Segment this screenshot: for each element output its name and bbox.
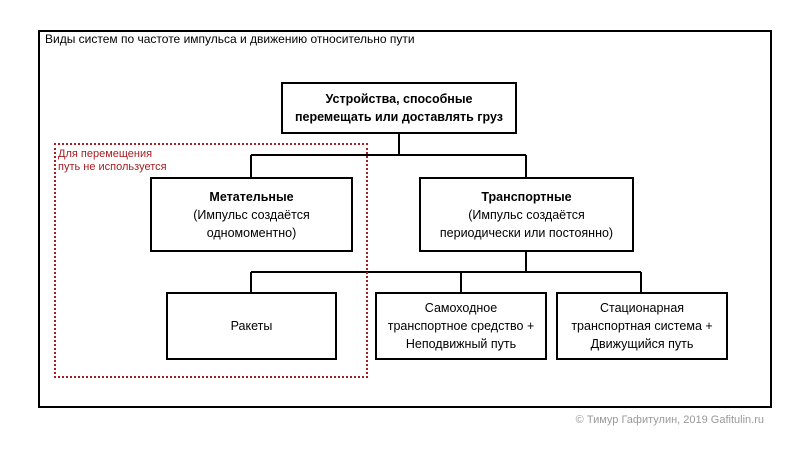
box-self-propelled-line1: Самоходное: [424, 301, 498, 315]
box-throwing-title: Метательные: [209, 189, 294, 204]
box-stationary-line2: транспортная система +: [571, 319, 713, 333]
no-path-note-line2: путь не используется: [58, 161, 167, 173]
box-stationary-line3: Движущийся путь: [590, 337, 694, 351]
diagram-title: Виды систем по частоте импульса и движен…: [45, 32, 415, 46]
box-cargo-devices-line2: перемещать или доставлять груз: [295, 110, 503, 124]
box-transport-line1: (Импульс создаётся: [468, 207, 585, 222]
box-self-propelled-line2: транспортное средство +: [387, 319, 535, 333]
box-stationary: Стационарная транспортная система + Движ…: [556, 292, 728, 360]
copyright-notice: © Тимур Гафитулин, 2019 Gafitulin.ru: [575, 414, 764, 426]
box-transport-line2: периодически или постоянно): [439, 225, 614, 240]
box-self-propelled-line3: Неподвижный путь: [405, 337, 517, 351]
box-transport-title: Транспортные: [481, 189, 572, 204]
no-path-group-outline: [54, 143, 368, 378]
box-self-propelled: Самоходное транспортное средство + Непод…: [375, 292, 547, 360]
box-cargo-devices: Устройства, способные перемещать или дос…: [281, 82, 517, 134]
box-stationary-line1: Стационарная: [599, 301, 685, 315]
box-cargo-devices-line1: Устройства, способные: [325, 92, 473, 106]
no-path-note: Для перемещения путь не используется: [58, 148, 167, 174]
box-transport: Транспортные (Импульс создаётся периодич…: [419, 177, 634, 252]
box-throwing-line1: (Импульс создаётся: [193, 207, 310, 222]
box-rockets: Ракеты: [166, 292, 337, 360]
box-throwing-line2: одномоментно): [206, 225, 297, 240]
diagram-frame: [38, 30, 772, 408]
no-path-note-line1: Для перемещения: [58, 148, 153, 160]
box-throwing: Метательные (Импульс создаётся одномомен…: [150, 177, 353, 252]
box-rockets-label: Ракеты: [230, 319, 273, 333]
